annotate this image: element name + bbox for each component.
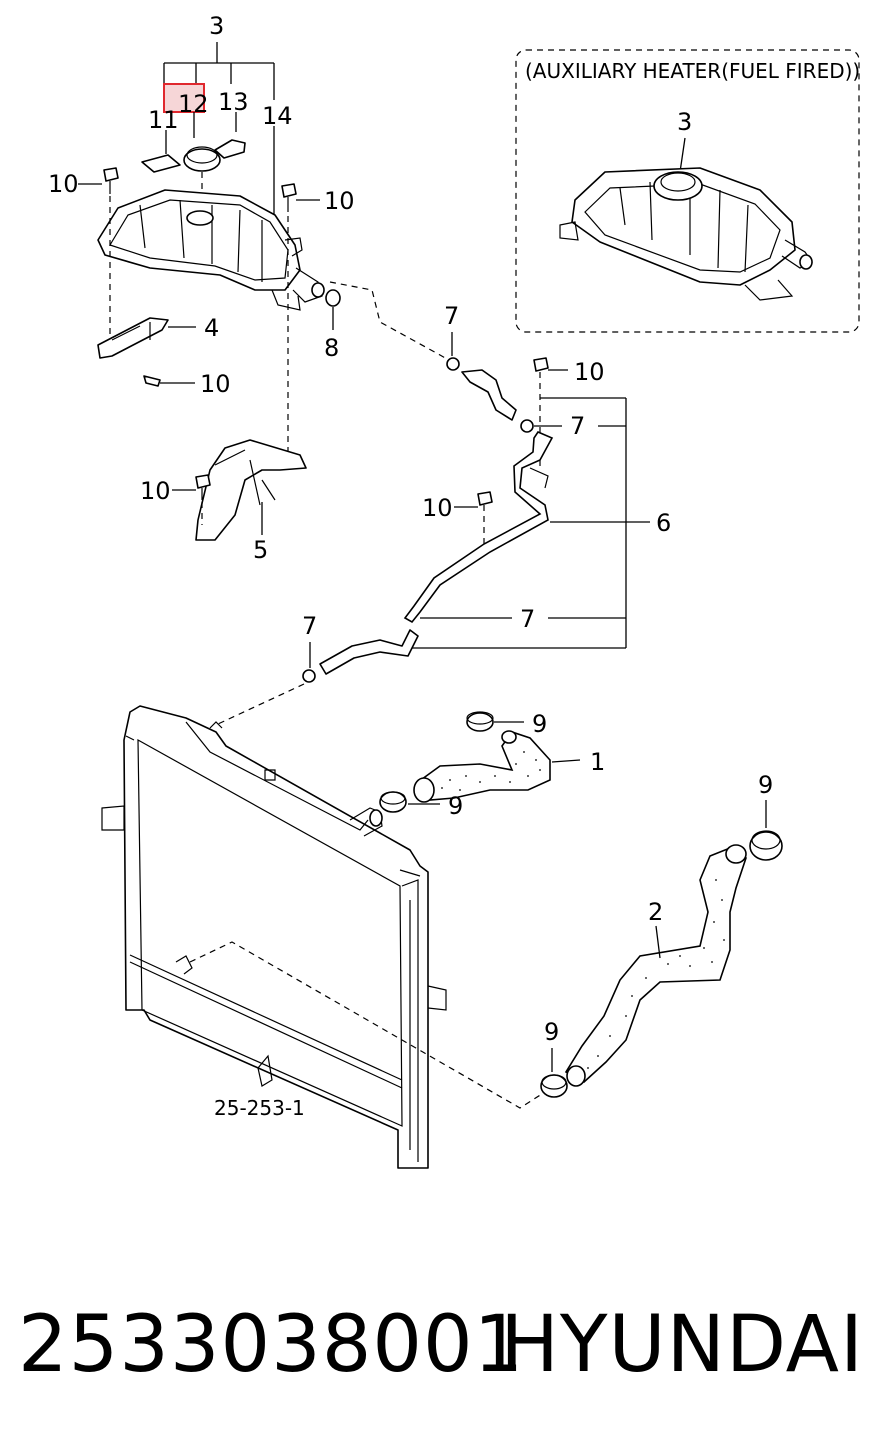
- pipe-6: [403, 431, 554, 624]
- leader-3-inset: [679, 137, 686, 173]
- part-8-clamp: 8: [324, 289, 341, 362]
- callout-10-a: 10: [48, 170, 79, 198]
- highlight-box-12: [163, 83, 205, 113]
- callout-4: 4: [204, 314, 219, 342]
- part-12-cap: [183, 146, 221, 196]
- part-13-hose: [214, 139, 246, 159]
- callout-7-b: 7: [570, 412, 585, 440]
- bolt-10-a: 10: [48, 167, 119, 360]
- route-lower-hose: [189, 941, 546, 1109]
- callout-11: 11: [148, 106, 179, 134]
- radiator: 25-253-1: [101, 705, 447, 1169]
- callout-1: 1: [590, 748, 605, 776]
- callout-10-b: 10: [324, 187, 355, 215]
- callout-2: 2: [648, 898, 663, 926]
- hose-1: 1: [413, 730, 605, 803]
- inset-title: (AUXILIARY HEATER(FUEL FIRED)): [525, 59, 860, 83]
- callout-10-e: 10: [574, 358, 605, 386]
- callout-group-3: 3 11 12 13 14: [148, 12, 293, 236]
- reservoir-tank: [97, 189, 325, 311]
- callout-7-a: 7: [444, 302, 459, 330]
- callout-13: 13: [218, 88, 249, 116]
- inset-auxiliary-heater: (AUXILIARY HEATER(FUEL FIRED)) 3: [515, 49, 860, 333]
- clamp-7-a: 7: [444, 302, 460, 371]
- callout-10-d: 10: [140, 477, 171, 505]
- callout-7-d: 7: [302, 612, 317, 640]
- callout-9-a: 9: [532, 710, 547, 738]
- clamp-7-b: [520, 419, 534, 433]
- clamp-7-d: 7: [302, 612, 317, 683]
- part-11-gasket: [141, 154, 181, 173]
- callout-5: 5: [253, 536, 268, 564]
- route-to-radiator: [217, 683, 305, 725]
- bolt-10-d: 10: [140, 474, 211, 525]
- inset-reservoir-tank: [559, 167, 813, 301]
- hose-upper-short: [461, 369, 517, 421]
- bolt-10-e: 10: [533, 357, 605, 470]
- part-number: 2533038001: [18, 1300, 525, 1390]
- callout-3: 3: [209, 12, 224, 40]
- clamp-9-b: 9: [379, 791, 463, 820]
- callout-6: 6: [656, 509, 671, 537]
- callout-3-inset: 3: [677, 108, 692, 136]
- callout-9-c: 9: [758, 771, 773, 799]
- callout-7-c: 7: [520, 605, 535, 633]
- callout-9-b: 9: [448, 792, 463, 820]
- brand-name: HYUNDAI: [500, 1300, 864, 1390]
- bolt-10-b: 10: [281, 183, 355, 460]
- callout-14: 14: [262, 102, 293, 130]
- callout-bracket-6-7: 7 6 7: [400, 397, 671, 649]
- bracket-5: 5: [195, 439, 307, 564]
- callout-9-d: 9: [544, 1018, 559, 1046]
- bolt-10-f: 10: [422, 491, 493, 545]
- callout-10-c: 10: [200, 370, 231, 398]
- bolt-10-c: 10: [143, 370, 231, 398]
- hose-2: 2: [564, 844, 747, 1087]
- clamp-9-a: 9: [466, 710, 547, 738]
- callout-8: 8: [324, 334, 339, 362]
- clamp-9-d: 9: [540, 1018, 568, 1098]
- callout-12: 12: [178, 90, 209, 118]
- callout-ref: 25-253-1: [214, 1096, 305, 1120]
- route-tank-hose: [329, 281, 453, 363]
- hose-lower-short: [319, 629, 419, 675]
- clamp-9-c: 9: [749, 771, 783, 861]
- bracket-4: 4: [97, 314, 219, 359]
- callout-10-f: 10: [422, 494, 453, 522]
